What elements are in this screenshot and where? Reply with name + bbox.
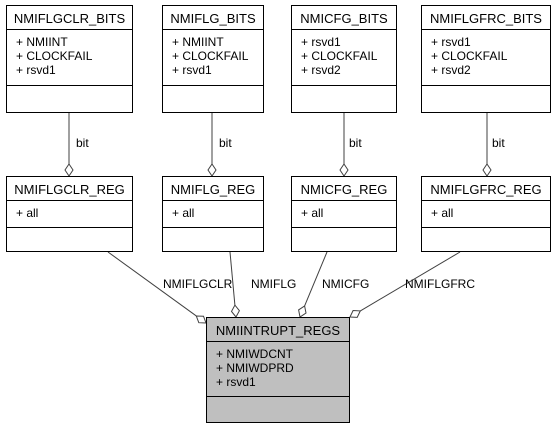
operation-compartment (422, 86, 550, 112)
attribute: + all (172, 206, 195, 220)
attribute: + CLOCKFAIL (431, 49, 508, 63)
attribute: + rsvd1 (216, 375, 256, 389)
attribute: + all (301, 206, 324, 220)
member-link-nmiflgfrc-diamond-icon (349, 309, 362, 318)
attribute-compartment: + rsvd1+ CLOCKFAIL+ rsvd2 (292, 31, 396, 86)
operation-compartment (7, 86, 132, 112)
class-name: NMIFLG_BITS (163, 6, 263, 30)
attribute-compartment: + NMIINT+ CLOCKFAIL+ rsvd1 (163, 31, 263, 86)
member-link-nmicfg-label: NMICFG (322, 277, 370, 291)
class-name: NMIFLGFRC_BITS (422, 6, 550, 30)
attribute: + NMIINT (172, 35, 224, 49)
class-name: NMIFLGCLR_BITS (7, 6, 132, 30)
class-box-nmiflgfrc-bits[interactable]: NMIFLGFRC_BITS+ rsvd1+ CLOCKFAIL+ rsvd2 (421, 5, 551, 113)
class-box-nmiflg-reg[interactable]: NMIFLG_REG + all (162, 176, 264, 252)
class-box-nmiflg-bits[interactable]: NMIFLG_BITS+ NMIINT+ CLOCKFAIL+ rsvd1 (162, 5, 264, 113)
operation-compartment (163, 86, 263, 112)
class-box-nmiflgclr-reg[interactable]: NMIFLGCLR_REG + all (6, 176, 133, 252)
class-box-nmiflgfrc-reg[interactable]: NMIFLGFRC_REG + all (421, 176, 551, 252)
bit-link-nmiflgfrc-label: bit (492, 136, 505, 150)
attribute-compartment: + all (422, 202, 550, 228)
bit-link-nmicfg-label: bit (349, 136, 362, 150)
attribute-compartment: + rsvd1+ CLOCKFAIL+ rsvd2 (422, 31, 550, 86)
class-name: NMIINTRUPT_REGS (207, 318, 349, 342)
member-link-nmiflgclr-label: NMIFLGCLR (163, 277, 233, 291)
operation-compartment (7, 228, 132, 251)
class-name: NMICFG_REG (292, 177, 396, 201)
member-link-nmiflgclr-diamond-icon (195, 315, 207, 324)
operation-compartment (163, 228, 263, 251)
operation-compartment (292, 86, 396, 112)
member-link-nmiflgclr-line (107, 251, 197, 317)
class-box-nmicfg-reg[interactable]: NMICFG_REG + all (291, 176, 397, 252)
attribute-compartment: + NMIWDCNT+ NMIWDPRD+ rsvd1 (207, 343, 349, 397)
class-box-nmiintrupt-regs[interactable]: NMIINTRUPT_REGS+ NMIWDCNT+ NMIWDPRD+ rsv… (206, 317, 350, 423)
class-box-nmiflgclr-bits[interactable]: NMIFLGCLR_BITS+ NMIINT+ CLOCKFAIL+ rsvd1 (6, 5, 133, 113)
bit-link-nmiflgfrc-diamond-icon (482, 163, 492, 177)
bit-link-nmiflg-label: bit (219, 136, 232, 150)
attribute: + CLOCKFAIL (16, 49, 93, 63)
class-name: NMICFG_BITS (292, 6, 396, 30)
attribute: + rsvd2 (431, 63, 471, 77)
member-link-nmiflg-diamond-icon (230, 304, 240, 318)
attribute: + all (16, 206, 39, 220)
class-name: NMIFLGFRC_REG (422, 177, 550, 201)
member-link-nmiflgfrc-label: NMIFLGFRC (405, 277, 475, 291)
class-name: NMIFLG_REG (163, 177, 263, 201)
attribute: + NMIWDCNT (216, 347, 293, 361)
attribute: + NMIINT (16, 35, 68, 49)
member-link-nmicfg-line (304, 251, 328, 307)
attribute-compartment: + all (163, 202, 263, 228)
attribute: + CLOCKFAIL (172, 49, 249, 63)
member-link-nmiflg-line (229, 251, 236, 306)
member-link-nmicfg-diamond-icon (298, 305, 307, 318)
member-link-nmiflg-label: NMIFLG (251, 277, 297, 291)
attribute-compartment: + NMIINT+ CLOCKFAIL+ rsvd1 (7, 31, 132, 86)
bit-link-nmiflgclr-diamond-icon (64, 163, 74, 177)
attribute: + rsvd1 (431, 35, 471, 49)
attribute: + rsvd1 (172, 63, 212, 77)
bit-link-nmicfg-diamond-icon (339, 163, 349, 177)
bit-link-nmiflgclr-label: bit (76, 136, 89, 150)
class-box-nmicfg-bits[interactable]: NMICFG_BITS+ rsvd1+ CLOCKFAIL+ rsvd2 (291, 5, 397, 113)
bit-link-nmiflg-diamond-icon (207, 163, 217, 177)
attribute-compartment: + all (7, 202, 132, 228)
operation-compartment (422, 228, 550, 251)
operation-compartment (207, 397, 349, 422)
attribute: + all (431, 206, 454, 220)
attribute: + rsvd1 (16, 63, 56, 77)
member-link-nmiflgfrc-line (360, 251, 461, 312)
attribute: + rsvd2 (301, 63, 341, 77)
class-name: NMIFLGCLR_REG (7, 177, 132, 201)
attribute-compartment: + all (292, 202, 396, 228)
attribute: + rsvd1 (301, 35, 341, 49)
attribute: + NMIWDPRD (216, 361, 294, 375)
operation-compartment (292, 228, 396, 251)
attribute: + CLOCKFAIL (301, 49, 378, 63)
